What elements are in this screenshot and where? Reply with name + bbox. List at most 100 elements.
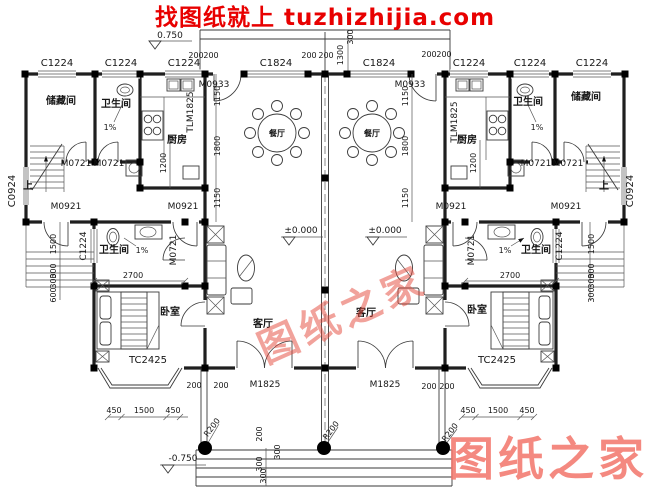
room-label-living: 客厅 (252, 317, 273, 330)
dim-200: 200 (203, 51, 218, 60)
window-label-c1224: C1224 (576, 58, 608, 69)
room-label-bath: 卫生间 (101, 97, 131, 110)
window-label-c1224: C1224 (41, 58, 73, 69)
dim-300: 300 (49, 273, 58, 288)
dim-200: 200 (436, 50, 451, 59)
rear-terrace-lines (199, 29, 451, 72)
porch-column (436, 441, 450, 455)
slope-label: 1% (531, 123, 544, 132)
dim-450: 450 (460, 406, 475, 415)
dim-200: 200 (213, 381, 228, 390)
level-label-floor: ±0.000 (284, 226, 318, 236)
window-label-c0924: C0924 (625, 175, 636, 207)
dim-450: 450 (165, 406, 180, 415)
door-label-m0921: M0921 (168, 202, 199, 212)
dim-2700: 2700 (500, 271, 520, 280)
room-label-bedroom: 卧室 (467, 303, 487, 316)
window-label-c1224: C1224 (79, 231, 89, 260)
door-label-m1825: M1825 (250, 380, 281, 390)
dim-1500: 1500 (49, 234, 58, 254)
bed-left (95, 279, 160, 363)
bathroom-fixtures (106, 83, 544, 247)
dim-300: 300 (346, 29, 355, 44)
dim-300: 300 (259, 468, 268, 483)
bed-right (490, 279, 555, 363)
room-label-storage: 储藏间 (570, 90, 601, 103)
window-label-tc2425: TC2425 (477, 355, 516, 366)
door-label-tlm1825: TLM1825 (186, 91, 196, 133)
dim-1150: 1150 (401, 86, 410, 106)
room-label-dining: 餐厅 (268, 128, 285, 138)
dim-200: 200 (188, 51, 203, 60)
window-label-tc2425: TC2425 (128, 355, 167, 366)
dining-table-left (244, 100, 310, 166)
dim-200: 200 (255, 426, 264, 441)
room-label-bath: 卫生间 (513, 95, 543, 108)
slope-label: 1% (104, 123, 117, 132)
room-label-bath: 卫生间 (99, 243, 129, 256)
dim-1300: 1300 (336, 45, 345, 65)
door-label-m0933: M0933 (199, 80, 230, 90)
room-label-storage: 储藏间 (45, 94, 76, 107)
window-label-c1224: C1224 (514, 58, 546, 69)
watermark-center-seal: 图纸之家 (251, 258, 434, 373)
room-label-living: 客厅 (355, 306, 376, 319)
porch-column (317, 441, 331, 455)
window-label-c1824: C1824 (260, 58, 292, 69)
window-label-c1824: C1824 (363, 58, 395, 69)
door-label-m0921: M0921 (436, 202, 467, 212)
level-markers (148, 40, 407, 474)
porch-column (198, 441, 212, 455)
dim-300: 300 (587, 273, 596, 288)
room-label-kitchen: 厨房 (167, 133, 187, 146)
dim-1500: 1500 (134, 406, 154, 415)
dim-1200: 1200 (469, 153, 478, 173)
door-label-m0721: M0721 (553, 159, 584, 169)
watermark-site-banner: 找图纸就上 tuzhizhijia.com (155, 4, 495, 31)
window-label-c0924: C0924 (7, 175, 18, 207)
column-label-r200: R200 (321, 419, 341, 441)
door-swings (43, 73, 607, 369)
door-label-tlm1825: TLM1825 (450, 101, 460, 143)
dim-300: 300 (273, 444, 282, 459)
room-label-bath: 卫生间 (521, 243, 551, 256)
dim-300: 300 (49, 263, 58, 278)
sofa-set-left (206, 225, 255, 315)
column-blocks (21, 70, 629, 372)
dim-1800: 1800 (213, 136, 222, 156)
door-label-m0721: M0721 (61, 159, 92, 169)
dim-200: 200 (318, 51, 333, 60)
dim-1500: 1500 (488, 406, 508, 415)
dim-600: 600 (49, 287, 58, 302)
room-label-bedroom: 卧室 (160, 305, 180, 318)
level-label-floor: ±0.000 (368, 226, 402, 236)
column-label-r200: R200 (202, 416, 222, 438)
dim-300: 300 (587, 263, 596, 278)
dim-300: 300 (255, 456, 264, 471)
level-label-porch: -0.750 (168, 454, 197, 464)
door-label-m1825: M1825 (370, 380, 401, 390)
window-label-c1224: C1224 (555, 231, 565, 260)
room-label-kitchen: 厨房 (457, 133, 477, 146)
slope-label: 1% (499, 246, 512, 255)
window-label-c1224: C1224 (453, 58, 485, 69)
door-label-m0921: M0921 (551, 202, 582, 212)
fixtures (95, 78, 555, 363)
level-label-terrace: 0.750 (157, 31, 183, 41)
kitchen-fixtures (125, 78, 525, 180)
dim-1200: 1200 (159, 153, 168, 173)
slope-label: 1% (136, 246, 149, 255)
sofa-set-right (395, 225, 444, 315)
dim-200: 200 (186, 381, 201, 390)
window-label-c1224: C1224 (105, 58, 137, 69)
stair-up-label: 上 (599, 179, 609, 192)
dim-200: 200 (421, 50, 436, 59)
stair-up-label: 上 (23, 179, 33, 192)
dim-1150: 1150 (401, 188, 410, 208)
window-label-c1224: C1224 (168, 58, 200, 69)
room-label-dining: 餐厅 (363, 128, 380, 138)
dim-1500: 1500 (587, 234, 596, 254)
door-label-m0721: M0721 (169, 235, 179, 266)
